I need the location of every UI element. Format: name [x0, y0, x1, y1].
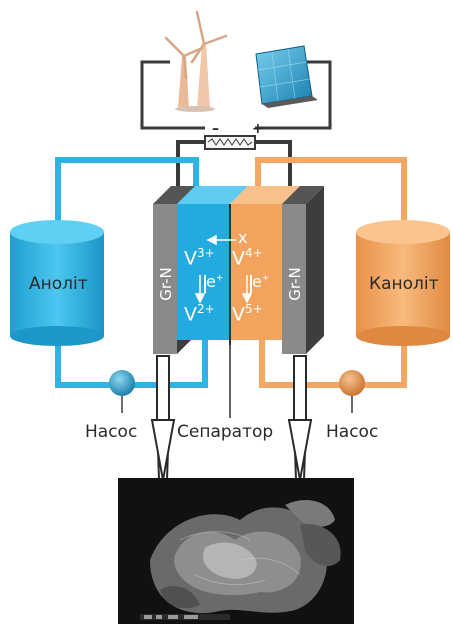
- anolyte-tank: [10, 220, 104, 346]
- electron-right-bar: [250, 275, 252, 293]
- resistor-icon: [204, 135, 256, 150]
- plus-sign: +: [252, 121, 264, 137]
- electron-right-label: e+: [252, 272, 270, 291]
- catholyte-piping: [255, 157, 407, 388]
- source-wiring: [140, 60, 332, 130]
- electrode-left-label: Gr-N: [157, 267, 175, 300]
- pump-icon: [109, 370, 135, 413]
- ion-right-bottom: V5+: [232, 302, 263, 326]
- electrode-lead-tips: [150, 419, 313, 481]
- electrode-right-label: Gr-N: [286, 267, 304, 300]
- minus-sign: –: [212, 121, 219, 137]
- electron-left-label: e+: [206, 272, 224, 291]
- pump-left-label: Насос: [85, 422, 138, 442]
- catholyte-label: Каноліт: [369, 274, 439, 294]
- wind-turbine-icon: [164, 10, 228, 112]
- ion-left-top: V3+: [184, 246, 215, 270]
- right-electrode: [282, 186, 324, 354]
- pump-icon: [339, 370, 365, 413]
- ion-x-label: x: [238, 228, 248, 247]
- ion-left-bottom: V2+: [184, 302, 215, 326]
- electrode-leads: [156, 355, 307, 481]
- sem-micrograph: [118, 478, 354, 624]
- electrode-wiring: [176, 140, 292, 190]
- anolyte-chamber: [177, 186, 248, 340]
- catholyte-chamber: [230, 186, 300, 340]
- anolyte-label: Аноліт: [29, 274, 88, 294]
- catholyte-tank: [356, 220, 450, 346]
- solar-panel-icon: [255, 45, 318, 108]
- ion-flow-arrows: [194, 234, 253, 304]
- pump-right-label: Насос: [326, 422, 379, 442]
- electron-left-bar: [204, 275, 206, 293]
- ion-right-top: V4+: [232, 246, 263, 270]
- separator-label: Сепаратор: [177, 422, 274, 442]
